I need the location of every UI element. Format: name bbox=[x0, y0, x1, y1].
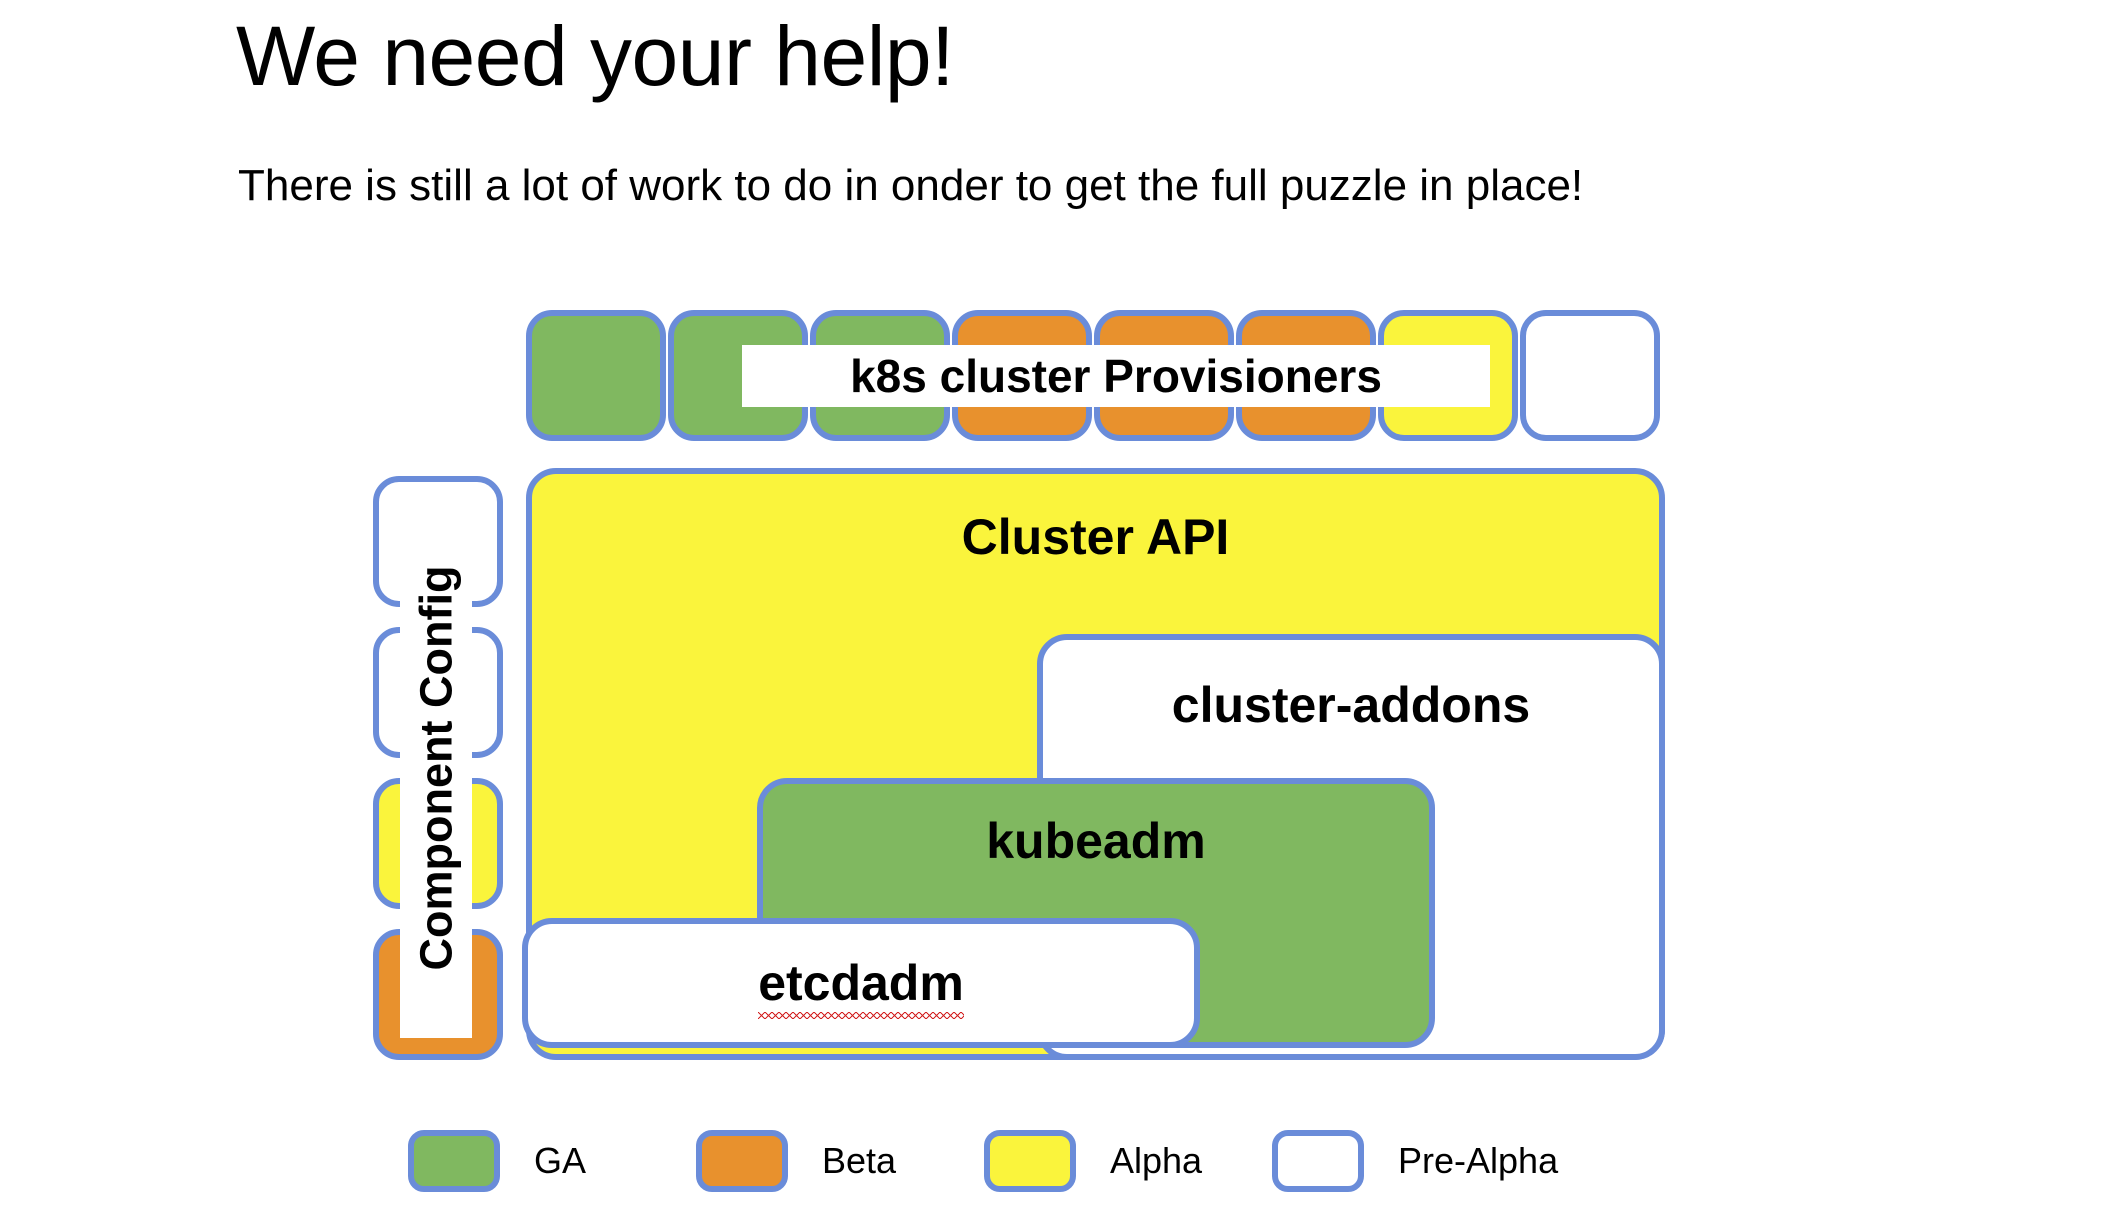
legend-item: Beta bbox=[696, 1128, 896, 1194]
legend-item: Pre-Alpha bbox=[1272, 1128, 1558, 1194]
legend-label: Beta bbox=[822, 1140, 897, 1181]
legend-item: GA bbox=[408, 1128, 586, 1194]
legend-swatch bbox=[984, 1130, 1076, 1192]
provisioner-label: k8s cluster Provisioners bbox=[850, 350, 1382, 402]
etcdadm-block: etcdadm bbox=[522, 918, 1200, 1048]
provisioner-label-banner: k8s cluster Provisioners bbox=[742, 345, 1490, 407]
legend-label: GA bbox=[534, 1140, 587, 1181]
legend-swatch bbox=[408, 1130, 500, 1192]
legend-item: Alpha bbox=[984, 1128, 1202, 1194]
legend-label: Alpha bbox=[1110, 1140, 1203, 1181]
component-config-label: Component Config bbox=[410, 565, 462, 971]
etcdadm-label: etcdadm bbox=[758, 955, 964, 1019]
legend-swatch bbox=[1272, 1130, 1364, 1192]
legend-label: Pre-Alpha bbox=[1398, 1140, 1559, 1181]
cluster-addons-label: cluster-addons bbox=[1171, 677, 1531, 733]
legend-swatch bbox=[696, 1130, 788, 1192]
component-config-label-banner: Component Config bbox=[400, 498, 472, 1038]
kubeadm-label: kubeadm bbox=[986, 813, 1206, 869]
provisioner-cell bbox=[1520, 310, 1660, 441]
page-subtitle: There is still a lot of work to do in on… bbox=[238, 161, 1584, 210]
page-title: We need your help! bbox=[236, 9, 954, 103]
maturity-legend: GA Beta Alpha Pre-Alpha bbox=[408, 1128, 1708, 1194]
cluster-api-label: Cluster API bbox=[961, 509, 1230, 565]
provisioner-cell bbox=[526, 310, 666, 441]
